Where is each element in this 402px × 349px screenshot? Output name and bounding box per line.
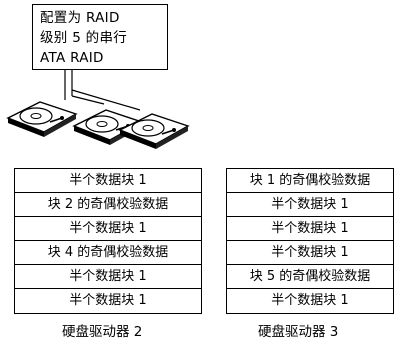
connector-lines (64, 70, 141, 111)
hard-drive-icon (6, 101, 78, 137)
data-block: 半个数据块 1 (227, 217, 393, 241)
parity-block: 块 5 的奇偶校验数据 (227, 265, 393, 289)
data-block: 半个数据块 1 (227, 193, 393, 217)
data-block: 半个数据块 1 (15, 217, 201, 241)
drive-2-label: 硬盘驱动器 2 (62, 324, 143, 340)
hard-drives-illustration (6, 70, 190, 149)
callout-line-2: 级别 5 的串行 (40, 30, 128, 46)
data-block: 半个数据块 1 (227, 241, 393, 265)
parity-block: 块 1 的奇偶校验数据 (227, 169, 393, 193)
data-block: 半个数据块 1 (69, 293, 147, 308)
hard-drive-icon (118, 113, 190, 149)
callout-line-1: 配置为 RAID (40, 10, 120, 26)
data-block: 半个数据块 1 (15, 265, 201, 289)
data-block: 半个数据块 1 (15, 169, 201, 193)
callout-line-3: ATA RAID (40, 50, 104, 66)
raid-config-callout: 配置为 RAID 级别 5 的串行 ATA RAID (32, 4, 168, 70)
parity-block: 块 2 的奇偶校验数据 (15, 193, 201, 217)
drive-3-label: 硬盘驱动器 3 (258, 324, 339, 340)
drive-3-block-stack: 块 1 的奇偶校验数据 半个数据块 1 半个数据块 1 半个数据块 1 块 5 … (226, 168, 394, 314)
parity-block: 块 4 的奇偶校验数据 (15, 241, 201, 265)
data-block: 半个数据块 1 (271, 293, 349, 308)
drive-2-block-stack: 半个数据块 1 块 2 的奇偶校验数据 半个数据块 1 块 4 的奇偶校验数据 … (14, 168, 202, 314)
